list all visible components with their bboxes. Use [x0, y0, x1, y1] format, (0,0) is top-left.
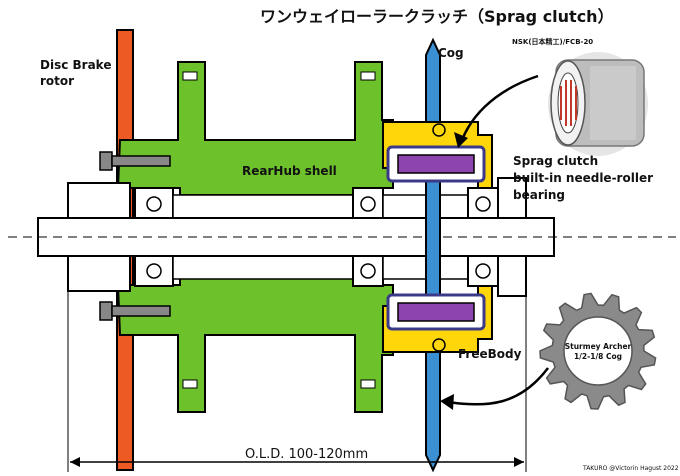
- bearing-ball: [146, 263, 162, 279]
- cog-lockring: [432, 338, 446, 352]
- old-arrowhead-left: [70, 457, 80, 467]
- sturmey-label: Sturmey Archer: [565, 342, 632, 351]
- arrowhead: [454, 132, 468, 148]
- sprocket-callout-arrow: [447, 367, 549, 406]
- locknut-left-lower: [67, 255, 131, 292]
- bearing-ball: [360, 196, 376, 212]
- spoke-hole: [360, 379, 376, 389]
- axle-spacer-lower: [172, 255, 354, 280]
- hub-shell-upper: [116, 61, 394, 196]
- arrowhead: [440, 394, 454, 410]
- cog-lockring: [432, 123, 446, 137]
- old-arrowhead-right: [514, 457, 524, 467]
- rotor-bolt-head-lower: [99, 301, 113, 321]
- spoke-hole: [360, 71, 376, 81]
- credit-label: TAKURO @Victorin Hagust 2022: [582, 465, 679, 472]
- needle-rollers-lower: [397, 302, 475, 322]
- sprag-label-1: Sprag clutch: [513, 154, 598, 168]
- needle-bearing-photo: [548, 52, 648, 156]
- sprag-label-2: built-in needle-roller: [513, 171, 653, 185]
- disc-brake-label: Disc Brake: [40, 58, 111, 72]
- rearhub-label: RearHub shell: [242, 164, 337, 178]
- diagram-title: ワンウェイローラークラッチ（Sprag clutch）: [260, 7, 614, 26]
- rotor-label: rotor: [40, 74, 74, 88]
- locknut-right-lower: [497, 255, 527, 297]
- old-label: O.L.D. 100-120mm: [245, 447, 368, 462]
- axle-spacer-upper: [172, 194, 354, 219]
- rotor-bolt-upper: [111, 155, 171, 167]
- bearing-ball: [475, 196, 491, 212]
- rotor-bolt-head-upper: [99, 151, 113, 171]
- bearing-ball: [475, 263, 491, 279]
- bearing-ball: [360, 263, 376, 279]
- cog-spec-label: 1/2-1/8 Cog: [574, 352, 622, 361]
- cog: [425, 37, 441, 473]
- sprag-label-3: bearing: [513, 188, 565, 202]
- needle-rollers-upper: [397, 154, 475, 174]
- spoke-hole: [182, 71, 198, 81]
- bearing-ball: [146, 196, 162, 212]
- spoke-hole: [182, 379, 198, 389]
- hub-shell-lower: [116, 277, 394, 413]
- nsk-label: NSK(日本精工)/FCB-20: [512, 37, 593, 46]
- sprocket-photo: [539, 292, 657, 410]
- rotor-bolt-lower: [111, 305, 171, 317]
- bearing-callout-arrow: [460, 74, 539, 141]
- cog-label: Cog: [438, 46, 464, 60]
- locknut-left-upper: [67, 182, 131, 219]
- freebody-label: FreeBody: [458, 347, 522, 361]
